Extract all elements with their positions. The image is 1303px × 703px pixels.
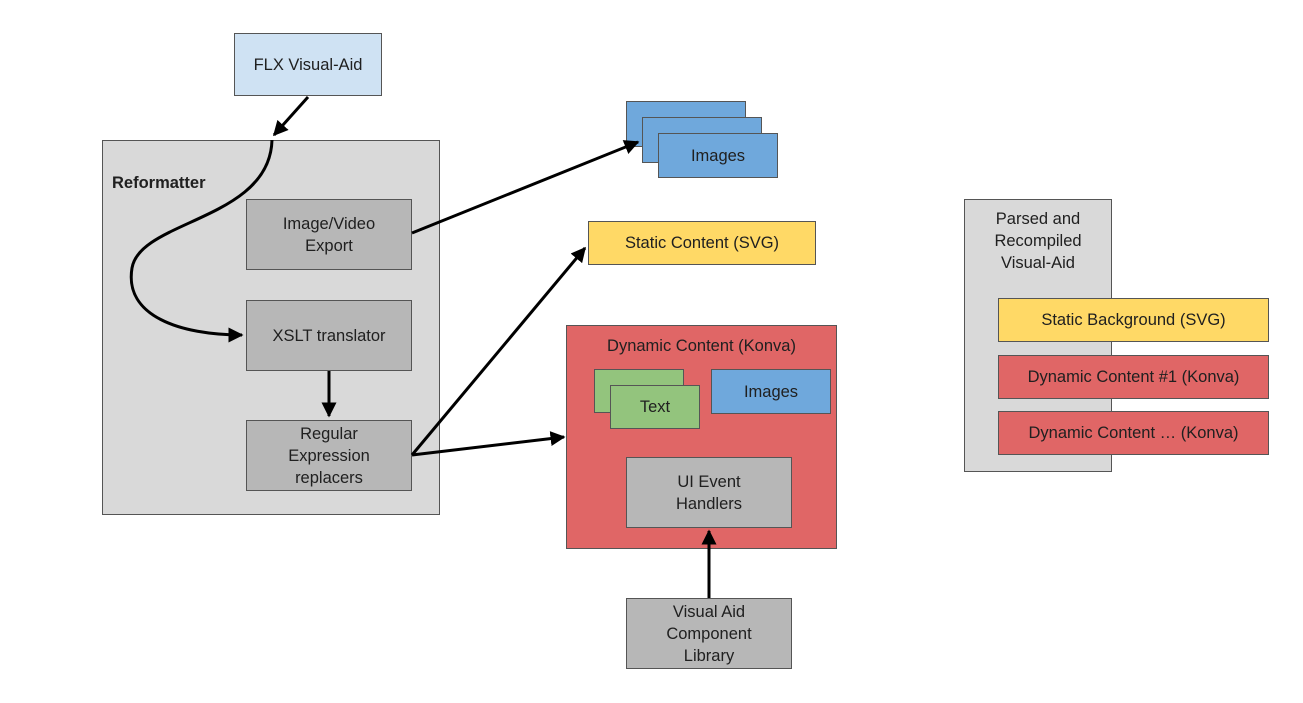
- static-background-label: Static Background (SVG): [1041, 311, 1226, 329]
- regex-replacers-node: Regular Expression replacers: [246, 420, 412, 491]
- xslt-translator-label: XSLT translator: [272, 326, 386, 345]
- regex-replacers-line-3: replacers: [295, 468, 363, 487]
- static-content-label: Static Content (SVG): [624, 234, 780, 252]
- arrow-regex-to-dynamic: [411, 431, 566, 457]
- regex-replacers-line-2: Expression: [288, 446, 370, 465]
- images-inner-label: Images: [743, 382, 799, 401]
- text-stack-label: Text: [639, 398, 671, 416]
- component-library-line-1: Visual Aid: [672, 602, 746, 621]
- xslt-translator-node: XSLT translator: [246, 300, 412, 371]
- component-library-node: Visual Aid Component Library: [626, 598, 792, 669]
- ui-event-handlers-node: UI Event Handlers: [626, 457, 792, 528]
- ui-event-handlers-line-2: Handlers: [675, 494, 743, 513]
- static-background-node: Static Background (SVG): [998, 298, 1269, 342]
- reformatter-label: Reformatter: [112, 174, 206, 192]
- parsed-recompiled-line-3: Visual-Aid: [1001, 254, 1075, 272]
- images-stack-front: Images: [658, 133, 778, 178]
- arrow-regex-to-static: [410, 246, 587, 456]
- ui-event-handlers-line-1: UI Event: [677, 472, 741, 491]
- static-content-node: Static Content (SVG): [588, 221, 816, 265]
- component-library-line-2: Component: [666, 624, 752, 643]
- images-inner-node: Images: [711, 369, 831, 414]
- flx-visual-aid-node: FLX Visual-Aid: [234, 33, 382, 96]
- parsed-recompiled-label: Parsed and Recompiled Visual-Aid: [964, 208, 1112, 274]
- regex-replacers-line-1: Regular: [300, 424, 358, 443]
- arrow-flx-to-reformatter: [272, 95, 310, 137]
- image-video-export-node: Image/Video Export: [246, 199, 412, 270]
- arrow-export-to-images: [411, 140, 640, 235]
- dynamic-content-n-label: Dynamic Content … (Konva): [1028, 424, 1239, 442]
- dynamic-content-1-node: Dynamic Content #1 (Konva): [998, 355, 1269, 399]
- flx-visual-aid-label: FLX Visual-Aid: [253, 55, 363, 74]
- dynamic-content-1-label: Dynamic Content #1 (Konva): [1027, 368, 1240, 386]
- dynamic-content-n-node: Dynamic Content … (Konva): [998, 411, 1269, 455]
- parsed-recompiled-line-2: Recompiled: [994, 232, 1082, 250]
- images-stack-label: Images: [690, 146, 746, 165]
- parsed-recompiled-line-1: Parsed and: [995, 210, 1081, 228]
- image-video-export-line-2: Export: [305, 236, 353, 255]
- text-stack-front: Text: [610, 385, 700, 429]
- component-library-line-3: Library: [683, 646, 735, 665]
- dynamic-content-label: Dynamic Content (Konva): [607, 337, 796, 355]
- image-video-export-line-1: Image/Video: [282, 214, 376, 233]
- arrow-curve-to-xslt: [129, 139, 274, 343]
